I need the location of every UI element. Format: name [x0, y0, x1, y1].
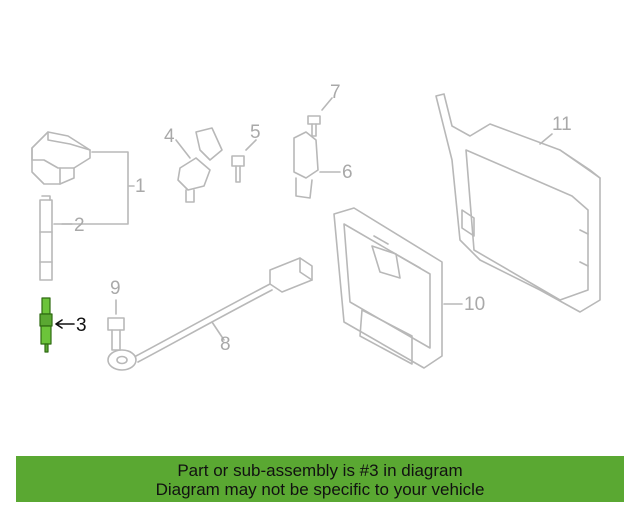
callout-2[interactable]: 2	[74, 215, 85, 236]
banner-line-2: Diagram may not be specific to your vehi…	[155, 480, 485, 499]
callout-6[interactable]: 6	[342, 162, 353, 183]
callout-3[interactable]: 3	[76, 315, 87, 336]
part-ignition-coil[interactable]	[31, 131, 91, 185]
callout-9[interactable]: 9	[110, 278, 121, 299]
leader-line-8	[211, 321, 225, 341]
leader-arrow-3	[55, 319, 75, 329]
leader-line-4	[175, 139, 191, 159]
callout-7[interactable]: 7	[330, 82, 341, 103]
part-bolt-9[interactable]	[107, 317, 125, 351]
callout-8[interactable]: 8	[220, 334, 231, 355]
callout-5[interactable]: 5	[250, 122, 261, 143]
leader-line-1	[61, 151, 135, 225]
callout-1[interactable]: 1	[135, 176, 146, 197]
callout-4[interactable]: 4	[164, 126, 175, 147]
part-knock-sensor[interactable]	[107, 257, 313, 371]
leader-line-5	[245, 139, 257, 151]
parts-diagram: 1 2 3 4 5 6 7 8 9 10 11	[31, 82, 601, 371]
leader-line-11	[539, 133, 553, 145]
callout-10[interactable]: 10	[464, 294, 485, 315]
banner-line-1: Part or sub-assembly is #3 in diagram	[177, 461, 463, 480]
part-bolt-7[interactable]	[307, 115, 321, 137]
part-bolt-5[interactable]	[231, 155, 245, 183]
part-spark-plug[interactable]	[39, 297, 53, 353]
part-coil-boot[interactable]	[39, 195, 53, 281]
callout-11[interactable]: 11	[552, 114, 572, 135]
leader-line-7	[321, 97, 333, 111]
part-control-module[interactable]	[333, 207, 443, 369]
diagram-notice-banner: Part or sub-assembly is #3 in diagram Di…	[16, 456, 624, 502]
part-module-bracket[interactable]	[435, 93, 601, 313]
part-position-sensor[interactable]	[177, 127, 223, 203]
part-speed-sensor[interactable]	[293, 131, 319, 199]
